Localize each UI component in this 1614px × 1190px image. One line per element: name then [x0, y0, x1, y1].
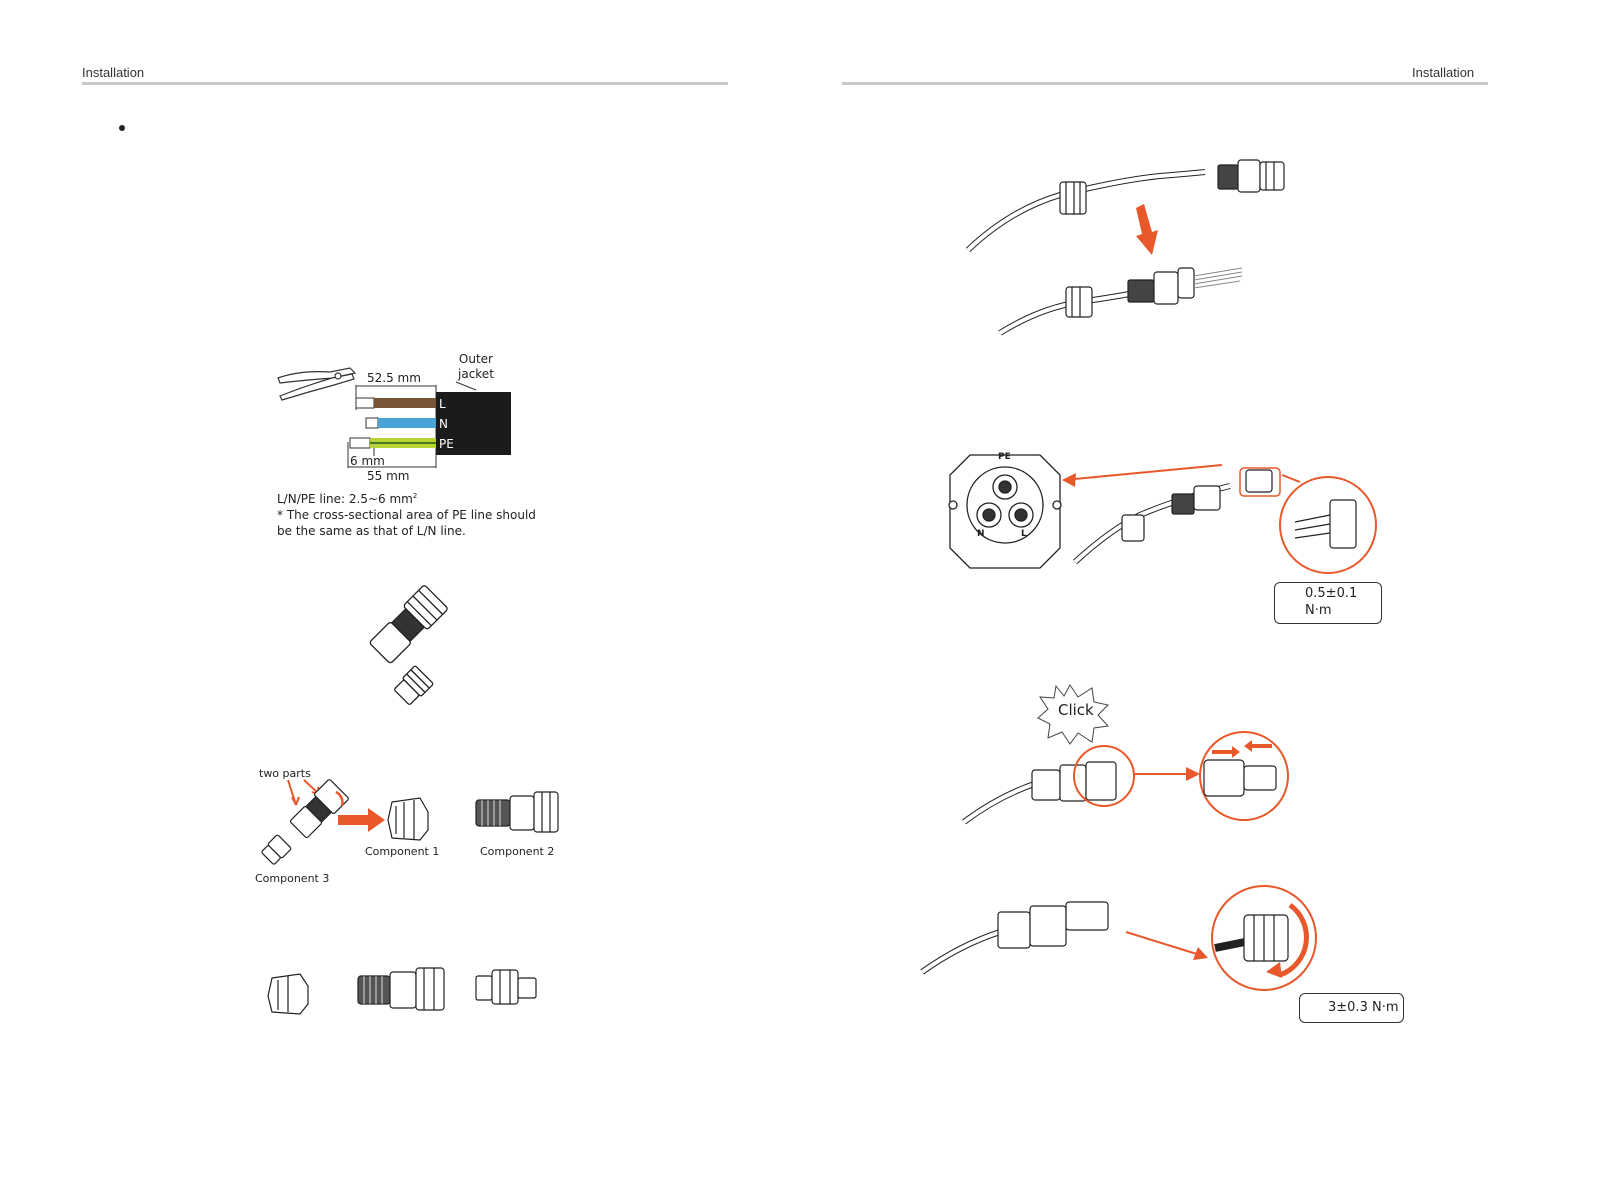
- torque-spec-1: 0.5±0.1 N·m: [1274, 582, 1382, 624]
- component-3-label: Component 3: [255, 872, 329, 885]
- click-detail-connector: [1204, 760, 1276, 796]
- terminal-n-label: N: [977, 529, 985, 539]
- cable-threading-diagram: [968, 160, 1284, 250]
- left-arrow-icon: [1062, 473, 1076, 487]
- connector-assembled-icon: [368, 585, 449, 707]
- component-1-label: Component 1: [365, 845, 439, 858]
- note-line-1: * The cross-sectional area of PE line sh…: [277, 508, 536, 522]
- spec-superscript: 2: [413, 492, 417, 500]
- wire-stripper-icon: [278, 368, 355, 400]
- two-parts-label: two parts: [259, 767, 311, 780]
- bottom-dimension-label: 55 mm: [367, 469, 409, 483]
- outer-jacket-label: Outer jacket: [458, 352, 494, 382]
- component-2-icon: [476, 792, 558, 832]
- tighten-diagram: [922, 902, 1108, 972]
- torque-1-value: 0.5±0.1: [1305, 586, 1357, 602]
- disassembly-diagram: [260, 779, 349, 866]
- zoom-circle-terminal: [1280, 477, 1376, 573]
- wire-PE: [350, 438, 436, 448]
- terminal-face-diagram: [949, 455, 1061, 568]
- wire-N: [366, 418, 436, 428]
- torque-1-unit: N·m: [1305, 603, 1332, 619]
- down-arrow-icon: [1136, 204, 1158, 255]
- torque-spec-2: 3±0.3 N·m: [1299, 993, 1404, 1023]
- right-arrow-icon: [1186, 767, 1200, 781]
- cable-threaded-diagram: [1000, 268, 1242, 333]
- components-row-icon: [268, 968, 536, 1014]
- wire-L: [356, 398, 436, 408]
- small-dimension-label: 6 mm: [350, 454, 385, 468]
- spec-note: L/N/PE line: 2.5~6 mm2 * The cross-secti…: [277, 488, 536, 539]
- wire-label-L: L: [439, 397, 446, 411]
- component-1-icon: [388, 798, 428, 840]
- note-line-2: be the same as that of L/N line.: [277, 524, 466, 538]
- right-arrow-icon: [338, 808, 385, 832]
- torque-2-value: 3±0.3 N·m: [1328, 1000, 1399, 1016]
- click-connection-diagram: [964, 762, 1116, 822]
- terminal-pe-label: PE: [998, 452, 1011, 462]
- terminal-l-label: L: [1021, 529, 1027, 539]
- top-dimension-label: 52.5 mm: [367, 371, 421, 385]
- wire-label-N: N: [439, 417, 448, 431]
- component-2-label: Component 2: [480, 845, 554, 858]
- click-label: Click: [1058, 701, 1094, 719]
- wire-assembly-diagram: [1075, 468, 1280, 562]
- spec-line: L/N/PE line: 2.5~6 mm: [277, 492, 413, 506]
- wire-label-PE: PE: [439, 437, 454, 451]
